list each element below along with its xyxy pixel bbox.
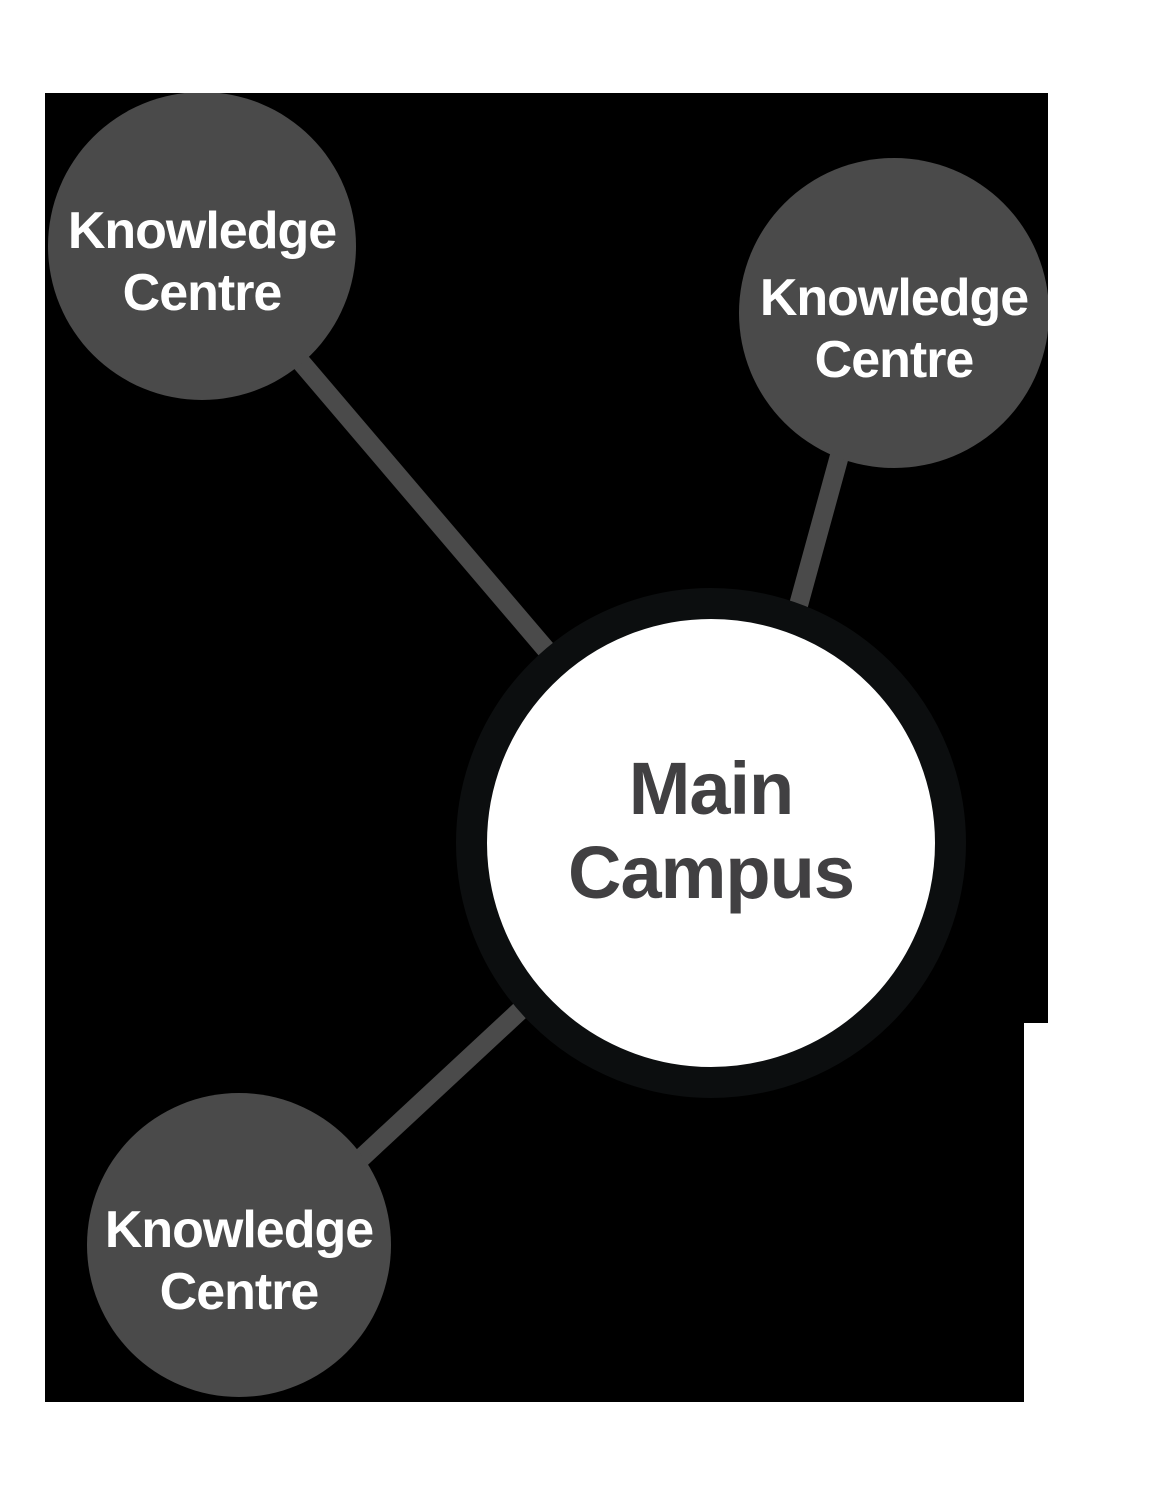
node-label-line1: Knowledge	[104, 1201, 374, 1259]
node-label-line2: Centre	[814, 331, 975, 389]
node-main-campus: Main Campus	[456, 588, 966, 1098]
node-knowledge-centre-top-left: Knowledge Centre	[48, 93, 356, 400]
canvas-notch	[1024, 1023, 1048, 1402]
node-label-line1: Knowledge	[67, 202, 337, 260]
node-label: Knowledge Centre	[104, 1199, 374, 1323]
node-label: Main Campus	[568, 747, 855, 915]
node-knowledge-centre-top-right: Knowledge Centre	[739, 158, 1048, 468]
node-label: Knowledge Centre	[759, 267, 1029, 391]
node-label-line2: Centre	[159, 1263, 320, 1321]
node-label: Knowledge Centre	[67, 200, 337, 324]
node-knowledge-centre-bottom-left: Knowledge Centre	[87, 1093, 391, 1397]
node-label-line2: Centre	[122, 264, 283, 322]
diagram-canvas: Knowledge Centre Knowledge Centre Knowle…	[45, 93, 1048, 1402]
node-label-line2: Campus	[568, 831, 855, 914]
node-label-line1: Main	[628, 747, 795, 830]
node-label-line1: Knowledge	[759, 269, 1029, 327]
